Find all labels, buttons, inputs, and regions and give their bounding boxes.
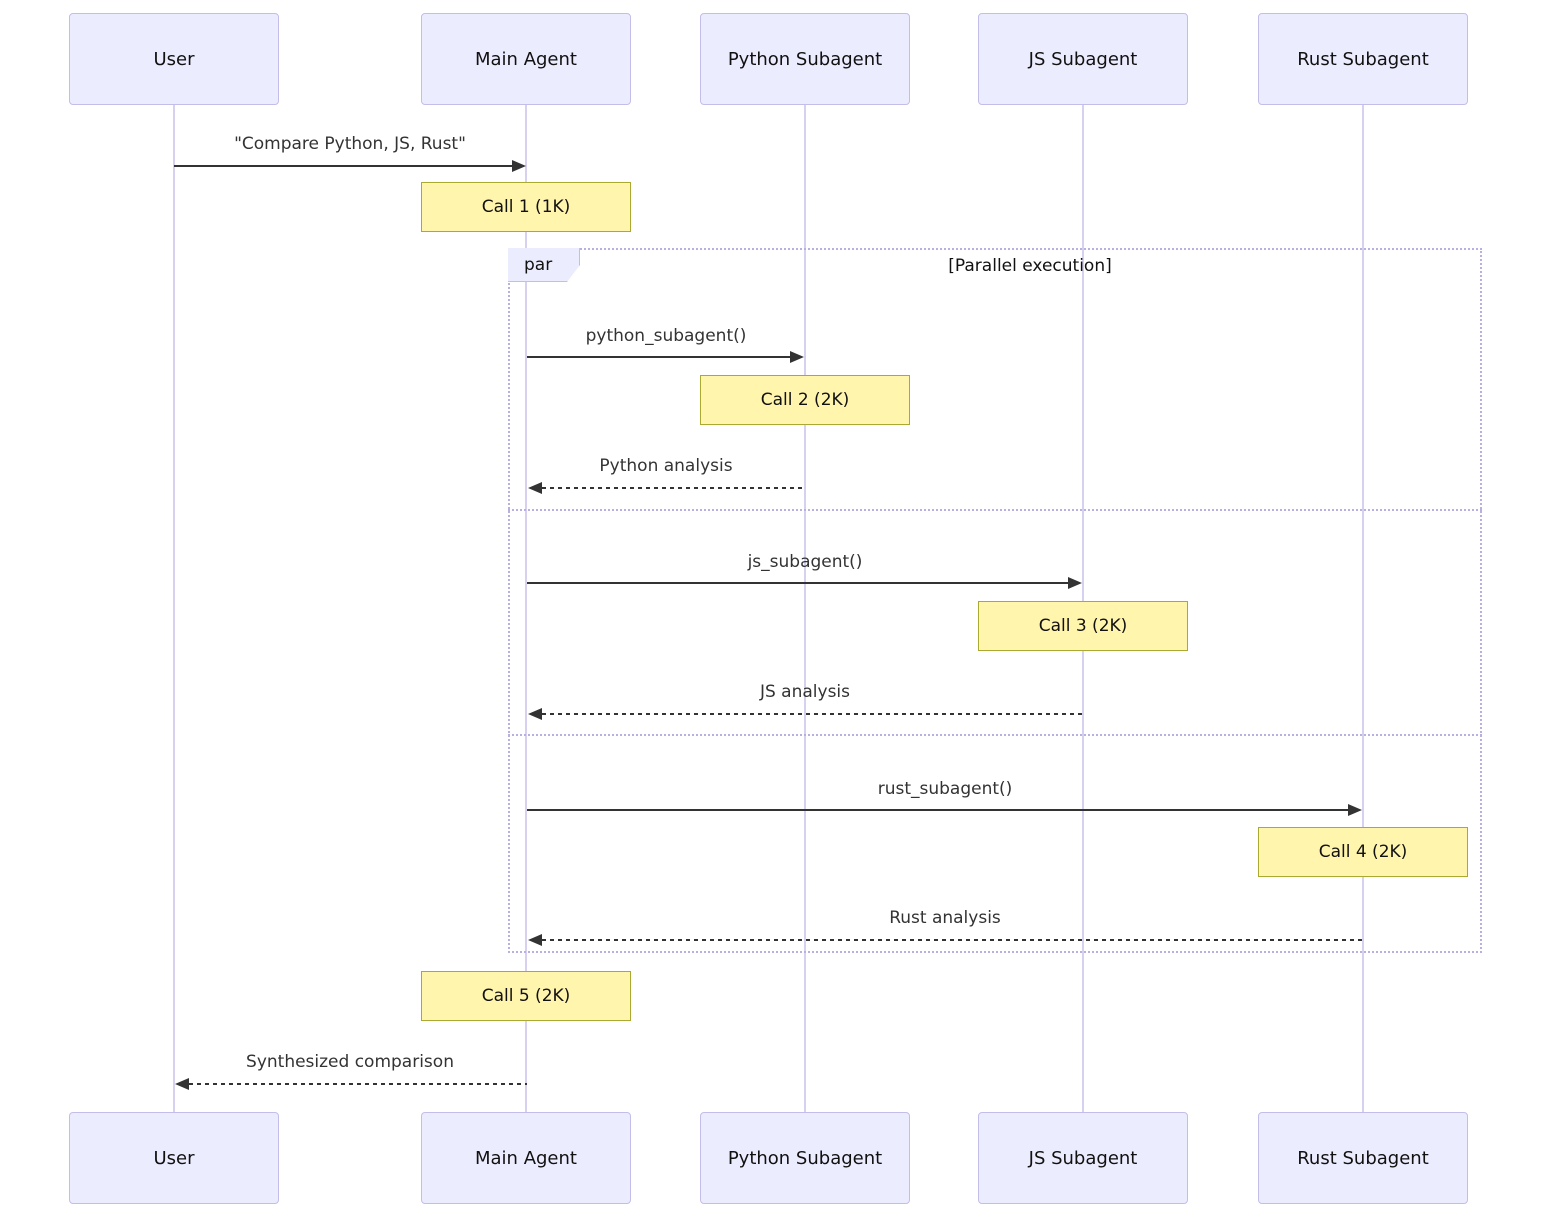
actor-bottom-python-subagent: Python Subagent <box>700 1112 910 1204</box>
lifeline-rust-subagent <box>1362 105 1364 1112</box>
arrowhead-right-icon <box>512 160 526 172</box>
actor-bottom-user: User <box>69 1112 279 1204</box>
actor-top-user: User <box>69 13 279 105</box>
message-line-rust-subagent-call <box>527 809 1349 811</box>
arrowhead-right-icon <box>1068 577 1082 589</box>
actor-bottom-rust-subagent: Rust Subagent <box>1258 1112 1468 1204</box>
actor-top-js-subagent: JS Subagent <box>978 13 1188 105</box>
message-line-compare <box>174 165 513 167</box>
par-condition-label: [Parallel execution] <box>948 256 1112 276</box>
note-call-5: Call 5 (2K) <box>421 971 631 1021</box>
par-frame <box>508 248 1482 953</box>
message-label-rust-subagent-call: rust_subagent() <box>877 779 1013 799</box>
par-divider-2 <box>508 734 1482 736</box>
message-label-rust-analysis: Rust analysis <box>889 908 1001 928</box>
par-label: par <box>508 248 580 282</box>
note-call-1: Call 1 (1K) <box>421 182 631 232</box>
actor-top-rust-subagent: Rust Subagent <box>1258 13 1468 105</box>
actor-bottom-js-subagent: JS Subagent <box>978 1112 1188 1204</box>
lifeline-main-agent <box>525 105 527 1112</box>
arrowhead-right-icon <box>790 351 804 363</box>
lifeline-user <box>173 105 175 1112</box>
message-label-js-analysis: JS analysis <box>759 682 851 702</box>
arrowhead-left-icon <box>528 934 542 946</box>
message-label-python-analysis: Python analysis <box>599 456 733 476</box>
message-line-synthesized-comparison <box>189 1083 527 1085</box>
arrowhead-left-icon <box>528 482 542 494</box>
actor-top-python-subagent: Python Subagent <box>700 13 910 105</box>
arrowhead-left-icon <box>528 708 542 720</box>
message-line-rust-analysis <box>542 939 1363 941</box>
message-label-compare: "Compare Python, JS, Rust" <box>234 134 466 154</box>
arrowhead-left-icon <box>175 1078 189 1090</box>
actor-top-main-agent: Main Agent <box>421 13 631 105</box>
message-label-synthesized-comparison: Synthesized comparison <box>246 1052 454 1072</box>
message-line-python-subagent-call <box>527 356 791 358</box>
message-label-python-subagent-call: python_subagent() <box>585 326 747 346</box>
note-call-3: Call 3 (2K) <box>978 601 1188 651</box>
note-call-2: Call 2 (2K) <box>700 375 910 425</box>
arrowhead-right-icon <box>1348 804 1362 816</box>
message-line-js-analysis <box>542 713 1083 715</box>
actor-bottom-main-agent: Main Agent <box>421 1112 631 1204</box>
message-line-js-subagent-call <box>527 582 1069 584</box>
par-divider-1 <box>508 509 1482 511</box>
message-label-js-subagent-call: js_subagent() <box>747 552 863 572</box>
lifeline-python-subagent <box>804 105 806 1112</box>
message-line-python-analysis <box>542 487 805 489</box>
note-call-4: Call 4 (2K) <box>1258 827 1468 877</box>
